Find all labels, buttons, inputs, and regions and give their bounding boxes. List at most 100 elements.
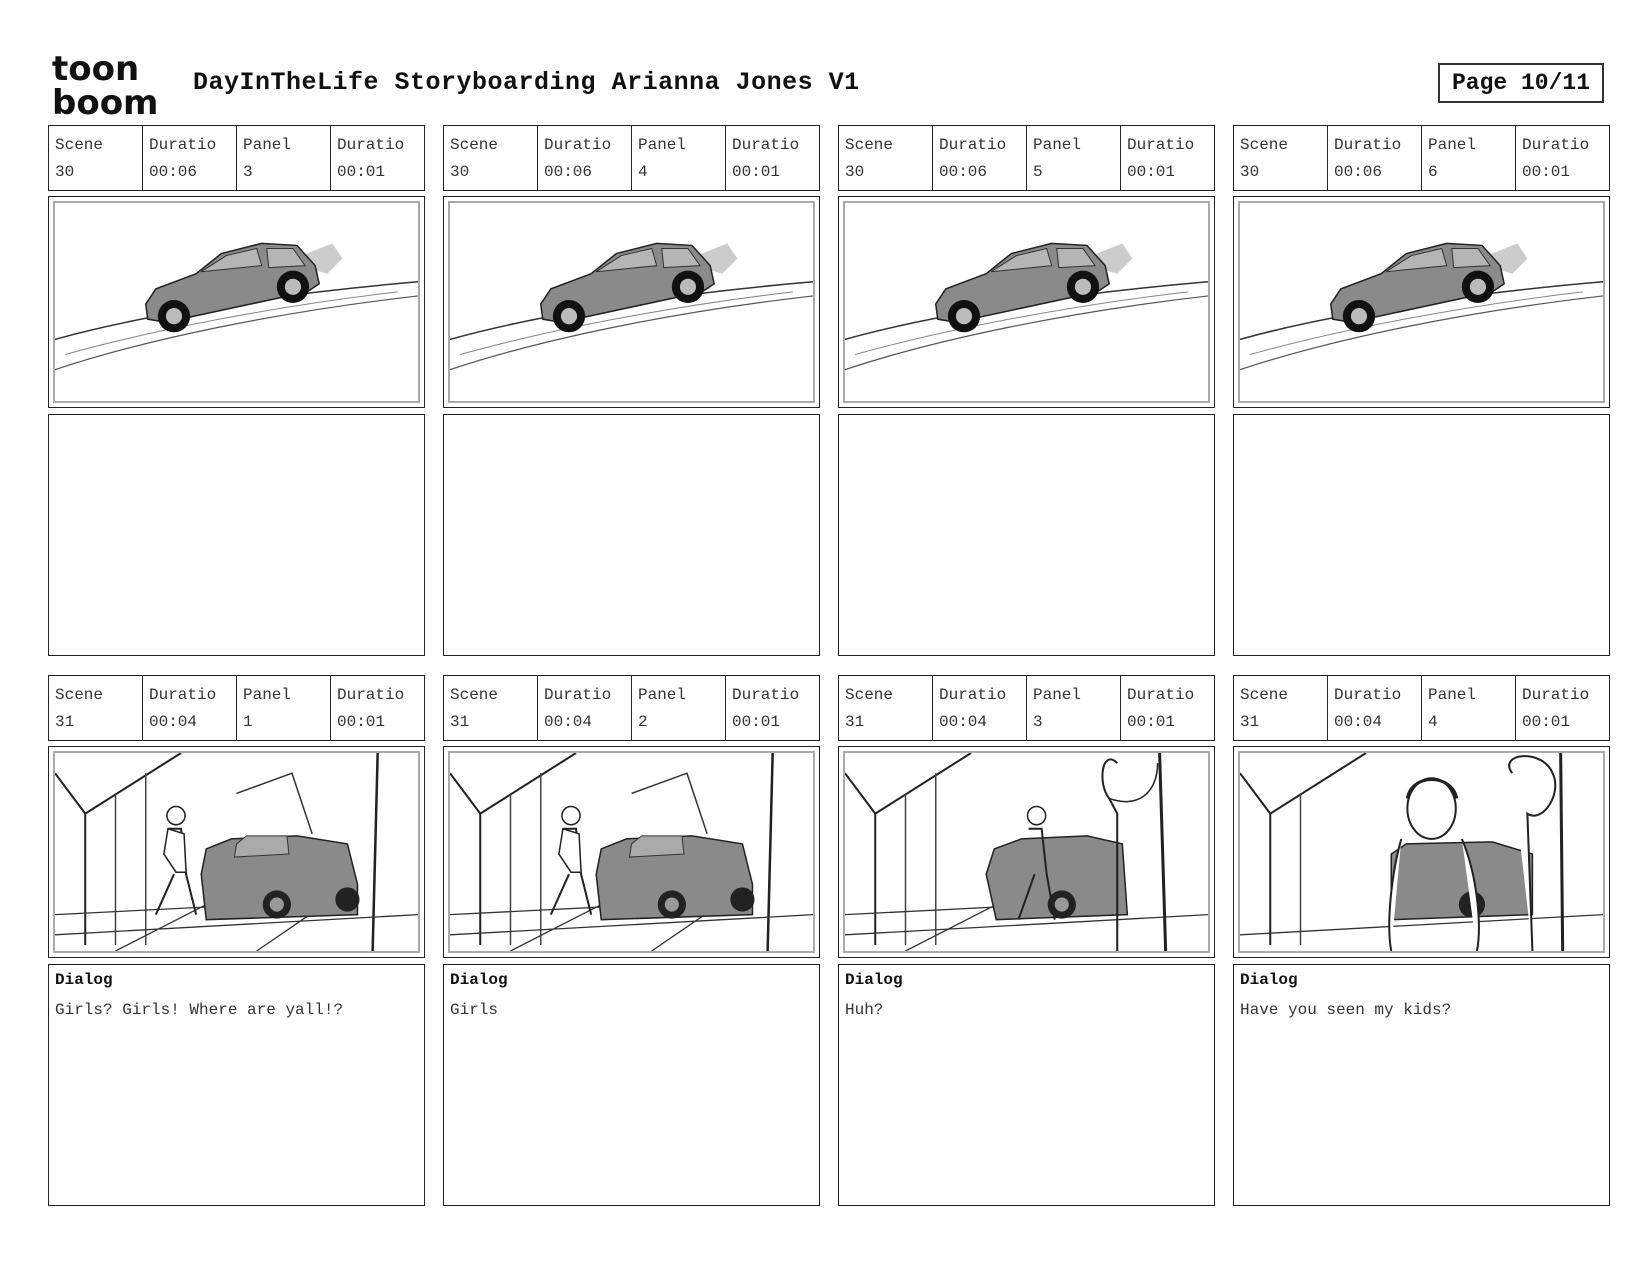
- dialog-box: [443, 414, 820, 656]
- scene-number: 31: [845, 713, 865, 731]
- panel-image-frame: [53, 201, 420, 403]
- panel-label: Panel: [243, 686, 292, 704]
- panel-duration-cell: Duratio 00:01: [1516, 126, 1609, 190]
- scene-duration-label: Duratio: [544, 686, 612, 704]
- scene-duration-cell: Duratio 00:04: [143, 676, 237, 740]
- scene-cell: Scene 30: [839, 126, 933, 190]
- scene-cell: Scene 30: [49, 126, 143, 190]
- panel-label: Panel: [1428, 136, 1477, 154]
- scene-number: 30: [55, 163, 75, 181]
- scene-number: 30: [450, 163, 470, 181]
- scene-duration-label: Duratio: [149, 686, 217, 704]
- scene-label: Scene: [845, 136, 894, 154]
- panel-image-frame: [843, 201, 1210, 403]
- panel-number: 4: [1428, 713, 1438, 731]
- dialog-box: Dialog Girls? Girls! Where are yall!?: [48, 964, 425, 1206]
- scene-duration-value: 00:06: [149, 163, 198, 181]
- panel-duration-value: 00:01: [732, 713, 781, 731]
- panel-image-frame: [448, 201, 815, 403]
- panel-image: [443, 746, 820, 958]
- scene-number: 30: [1240, 163, 1260, 181]
- scene-duration-label: Duratio: [1334, 136, 1402, 154]
- scene-cell: Scene 30: [1234, 126, 1328, 190]
- scene-label: Scene: [450, 686, 499, 704]
- panel-duration-label: Duratio: [1522, 136, 1590, 154]
- page-indicator: Page 10/11: [1438, 63, 1604, 103]
- panel-duration-label: Duratio: [337, 686, 405, 704]
- dialog-text: Have you seen my kids?: [1240, 1001, 1452, 1019]
- panel-number: 6: [1428, 163, 1438, 181]
- panel-number: 4: [638, 163, 648, 181]
- dialog-box: Dialog Huh?: [838, 964, 1215, 1206]
- panel-image-frame: [1238, 751, 1605, 953]
- panel-cell: Panel 1: [237, 676, 331, 740]
- scene-label: Scene: [1240, 686, 1289, 704]
- dialog-label: Dialog: [1240, 971, 1298, 989]
- panel-image: [838, 196, 1215, 408]
- scene-number: 31: [1240, 713, 1260, 731]
- scene-cell: Scene 31: [1234, 676, 1328, 740]
- panel-duration-value: 00:01: [1127, 713, 1176, 731]
- panel-image: [838, 746, 1215, 958]
- neighbor-appears-drawing: [845, 753, 1208, 951]
- woman-by-car-drawing: [450, 753, 813, 951]
- scene-number: 31: [55, 713, 75, 731]
- panel-number: 3: [1033, 713, 1043, 731]
- panel-label: Panel: [243, 136, 292, 154]
- panel-label: Panel: [1033, 136, 1082, 154]
- dialog-box: [48, 414, 425, 656]
- panel-image-frame: [1238, 201, 1605, 403]
- panel-duration-label: Duratio: [1127, 136, 1195, 154]
- scene-duration-label: Duratio: [939, 136, 1007, 154]
- scene-label: Scene: [55, 136, 104, 154]
- car-on-hill-drawing: [1240, 242, 1603, 371]
- panel-duration-value: 00:01: [337, 163, 386, 181]
- scene-duration-label: Duratio: [544, 136, 612, 154]
- panel-label: Panel: [638, 136, 687, 154]
- scene-duration-value: 00:04: [149, 713, 198, 731]
- panel-duration-label: Duratio: [732, 136, 800, 154]
- panel-image: [1233, 196, 1610, 408]
- car-on-hill-drawing: [450, 242, 813, 371]
- panel-image: [48, 196, 425, 408]
- scene-duration-value: 00:06: [544, 163, 593, 181]
- dialog-box: Dialog Girls: [443, 964, 820, 1206]
- panel-duration-value: 00:01: [1522, 163, 1571, 181]
- panel-image: [48, 746, 425, 958]
- panel-duration-value: 00:01: [732, 163, 781, 181]
- dialog-label: Dialog: [55, 971, 113, 989]
- dialog-box: Dialog Have you seen my kids?: [1233, 964, 1610, 1206]
- dialog-label: Dialog: [450, 971, 508, 989]
- document-title: DayInTheLife Storyboarding Arianna Jones…: [193, 68, 860, 97]
- panel-label: Panel: [638, 686, 687, 704]
- dialog-box: [838, 414, 1215, 656]
- panel-image-frame: [448, 751, 815, 953]
- car-on-hill-drawing: [845, 242, 1208, 371]
- scene-label: Scene: [1240, 136, 1289, 154]
- scene-number: 30: [845, 163, 865, 181]
- scene-label: Scene: [55, 686, 104, 704]
- dialog-box: [1233, 414, 1610, 656]
- panel-duration-value: 00:01: [1522, 713, 1571, 731]
- dialog-text: Girls? Girls! Where are yall!?: [55, 1001, 344, 1019]
- panel-number: 1: [243, 713, 253, 731]
